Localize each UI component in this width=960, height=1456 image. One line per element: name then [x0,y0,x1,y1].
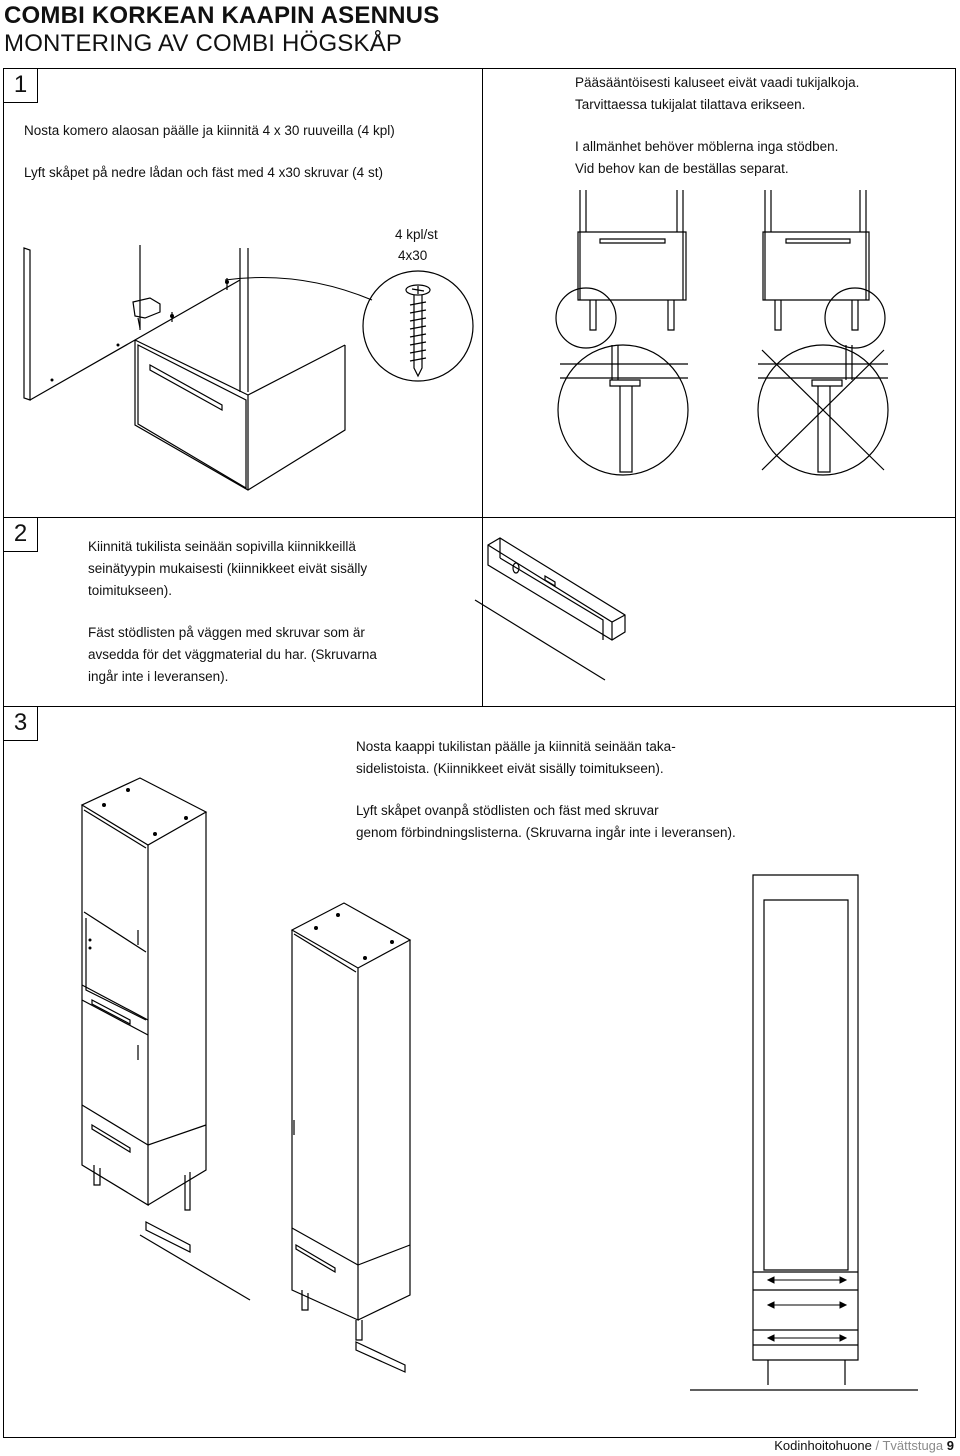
step2-text-fi-2: seinätyypin mukaisesti (kiinnikkeet eivä… [88,561,368,576]
step1-note-fi-2: Tarvittaessa tukijalat tilattava eriksee… [575,97,806,112]
step1-column-divider [482,69,483,517]
page-title: COMBI KORKEAN KAAPIN ASENNUS [4,2,440,29]
page-footer: Kodinhoitohuone / Tvättstuga 9 [774,1438,954,1453]
step2-column-divider [482,517,483,706]
step1-note-fi-1: Pääsääntöisesti kaluseet eivät vaadi tuk… [575,75,860,90]
footer-separator: / [871,1438,883,1453]
footer-category: Kodinhoitohuone [774,1438,872,1453]
step3-text-fi-1: Nosta kaappi tukilistan päälle ja kiinni… [356,739,676,754]
step1-note: Pääsääntöisesti kaluseet eivät vaadi tuk… [575,72,945,180]
step2-text-sv-3: ingår inte i leveransen). [88,669,229,684]
step3-text-sv-2: genom förbindningslisterna. (Skruvarna i… [356,825,736,840]
step1-number: 1 [4,69,38,103]
step2-text-fi-3: toimitukseen). [88,583,173,598]
step2-text-fi-1: Kiinnitä tukilista seinään sopivilla kii… [88,539,356,554]
page-subtitle: MONTERING AV COMBI HÖGSKÅP [4,30,403,57]
step1-note-sv-2: Vid behov kan de beställas separat. [575,161,789,176]
step1-step2-divider [4,517,955,518]
step3-text: Nosta kaappi tukilistan päälle ja kiinni… [356,736,936,844]
step2-text-sv-2: avsedda för det väggmaterial du har. (Sk… [88,647,377,662]
step1-text: Nosta komero alaosan päälle ja kiinnitä … [24,120,474,184]
footer-category-sv: Tvättstuga [882,1438,944,1453]
step3-number: 3 [4,707,38,741]
step3-text-sv-1: Lyft skåpet ovanpå stödlisten och fäst m… [356,803,659,818]
step2-text-sv-1: Fäst stödlisten på väggen med skruvar so… [88,625,365,640]
step1-text-sv: Lyft skåpet på nedre lådan och fäst med … [24,165,383,180]
page-number: 9 [946,1438,954,1453]
step2-step3-divider [4,706,955,707]
step1-text-fi: Nosta komero alaosan päälle ja kiinnitä … [24,123,395,138]
step1-note-sv-1: I allmänhet behöver möblerna inga stödbe… [575,139,839,154]
step2-number: 2 [4,518,38,552]
screw-size-label: 4x30 [398,248,428,263]
screw-quantity-label: 4 kpl/st [395,227,438,242]
step2-text: Kiinnitä tukilista seinään sopivilla kii… [88,536,478,688]
step3-text-fi-2: sidelistoista. (Kiinnikkeet eivät sisäll… [356,761,664,776]
instruction-frame [3,68,956,1438]
